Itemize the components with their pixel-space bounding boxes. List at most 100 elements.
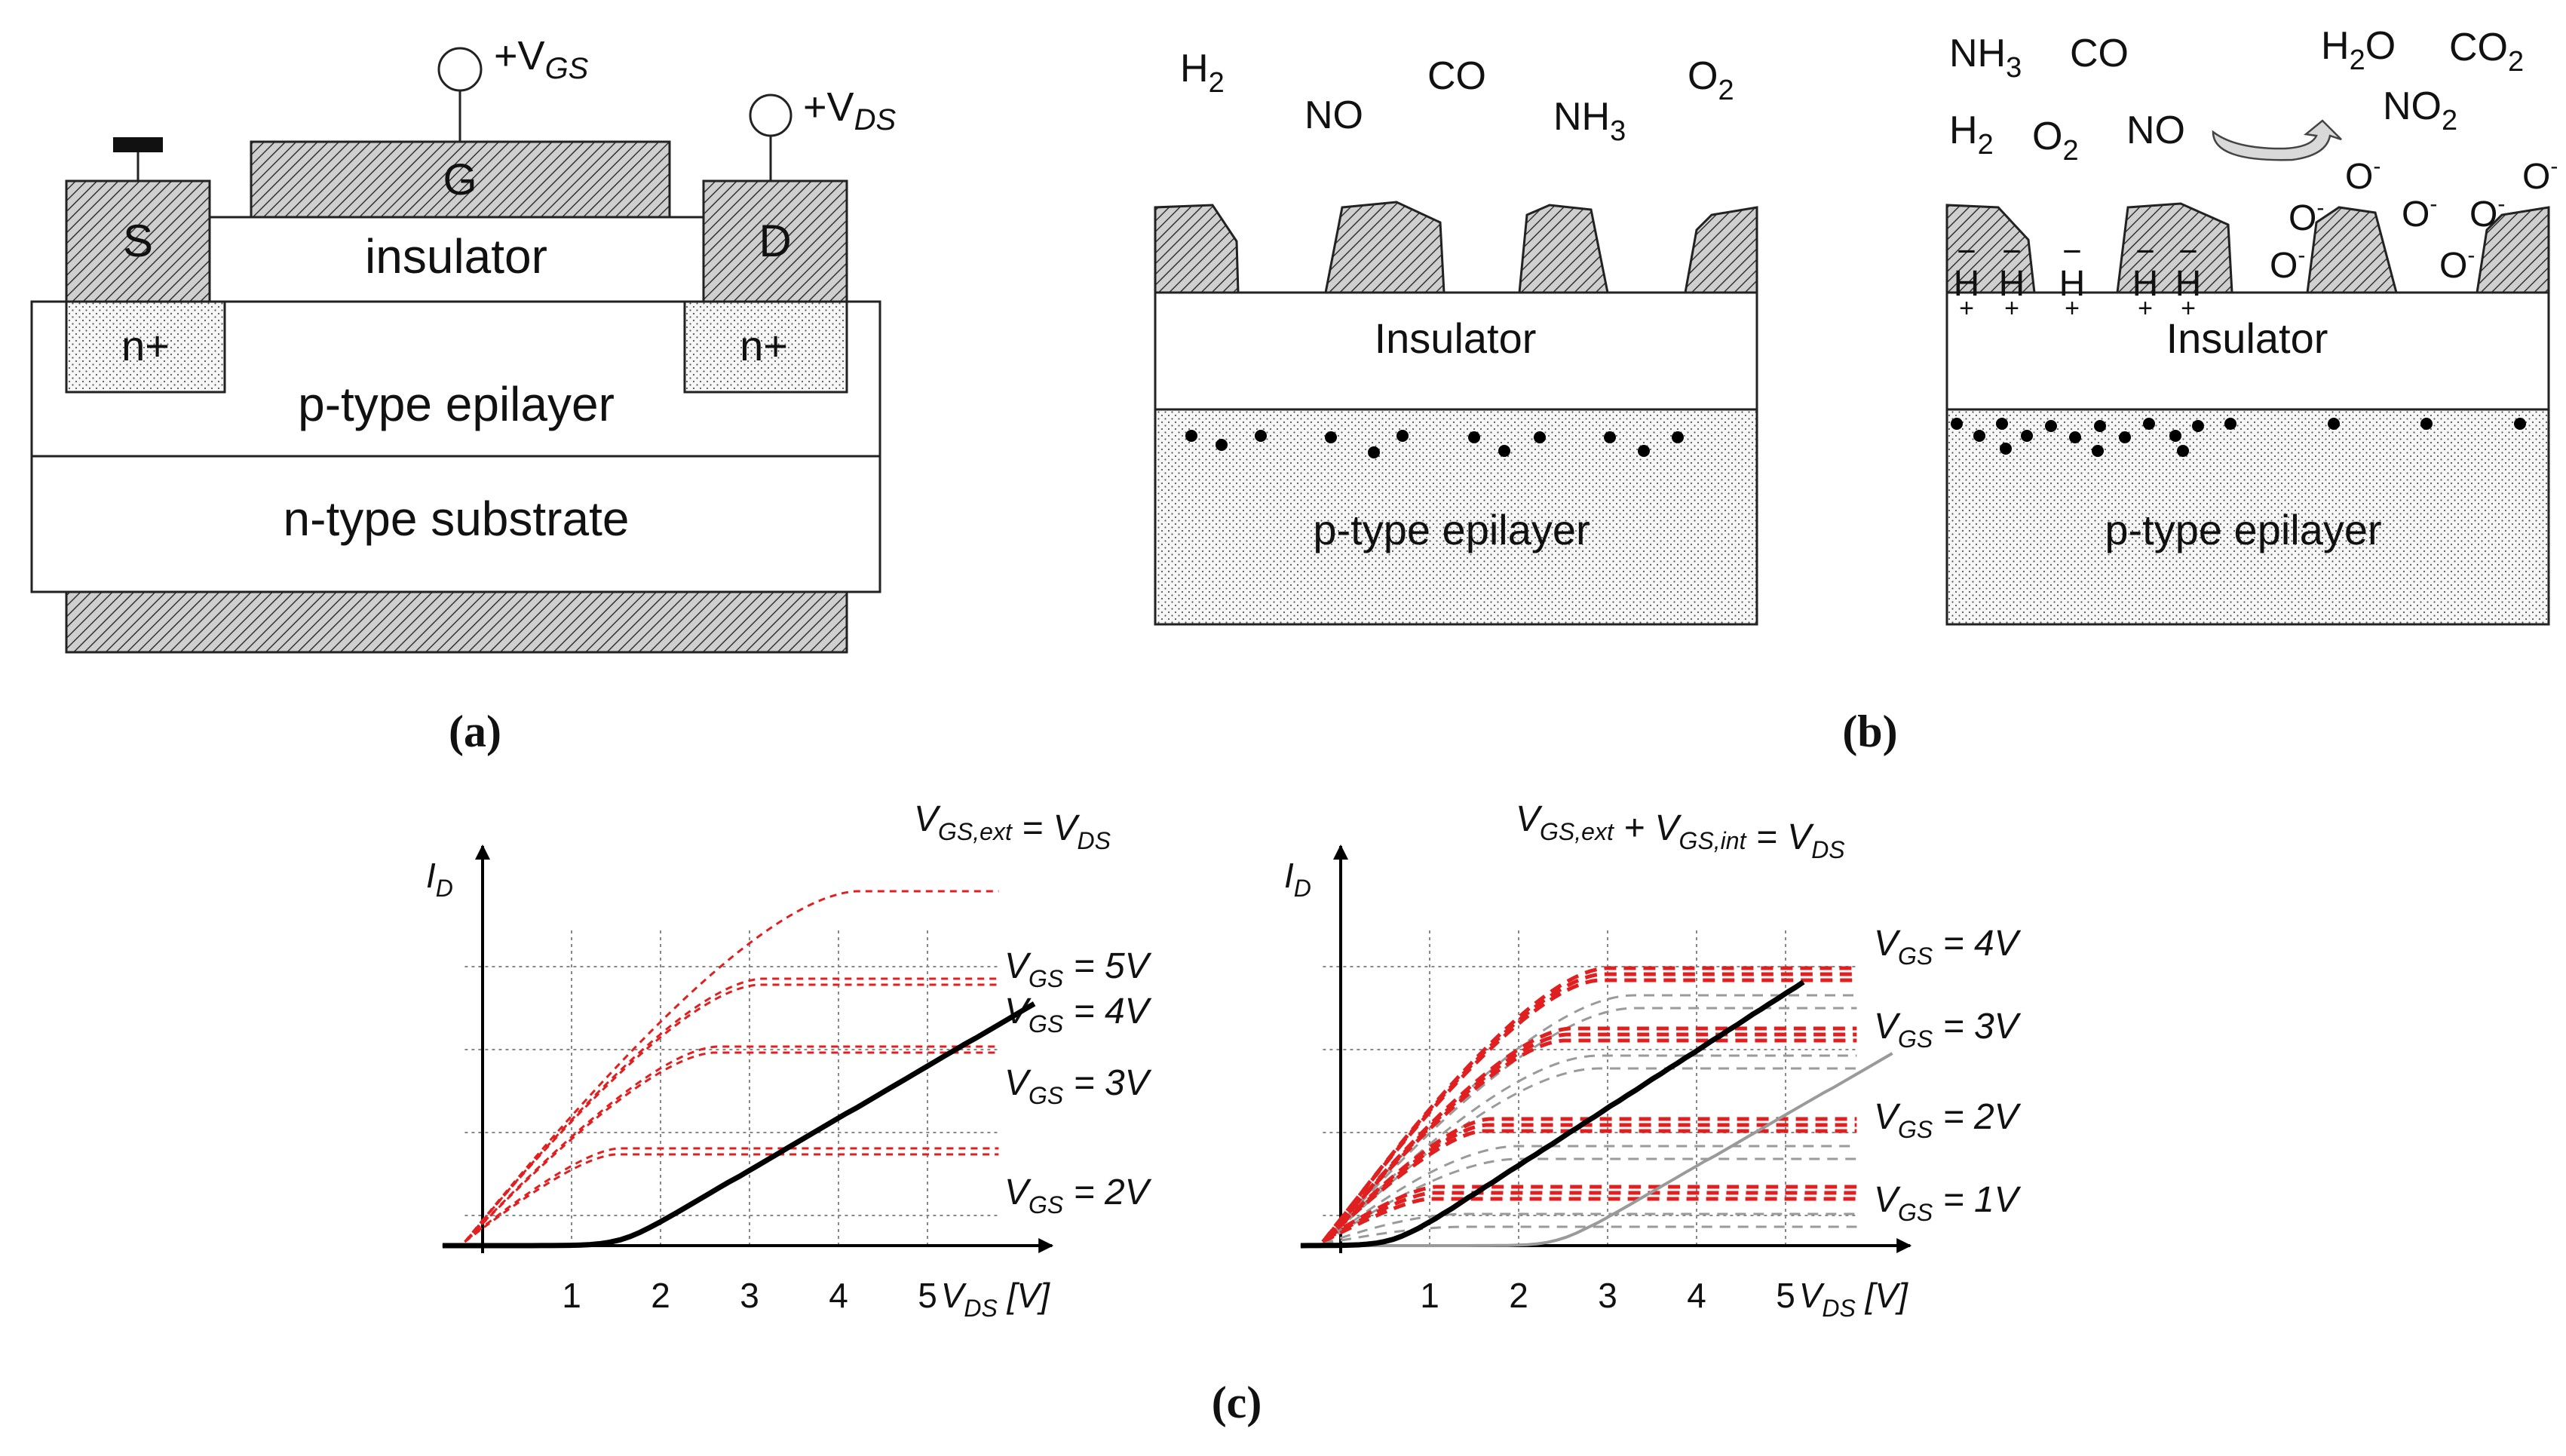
gas-label-right: CO: [2070, 32, 2129, 75]
gs-curve-gray: [1322, 1145, 1857, 1246]
x-tick-label: 5: [918, 1276, 937, 1315]
electron-minus: −: [1957, 233, 1976, 270]
electron-minus: −: [2062, 233, 2082, 270]
x-axis-arrow: [1896, 1238, 1912, 1253]
panel-a-mosfet: +VGS +VDS S G D insulator n+ n+ p-type e…: [30, 33, 896, 756]
gas-label-left: NO: [1304, 93, 1363, 137]
oxygen-ion: O-: [2439, 243, 2475, 286]
gate-contact: [250, 140, 671, 219]
gs-curve-gray: [1322, 1067, 1857, 1246]
y-axis-arrow: [475, 844, 490, 860]
epilayer-left: [1154, 408, 1758, 626]
catalytic-metal-grains-right: [1945, 202, 2550, 294]
gate-voltage-label: +VGS: [494, 33, 589, 85]
gas-label-right: CO2: [2449, 26, 2524, 78]
vgs-curve-label: VGS = 1V: [1874, 1180, 2022, 1226]
hole-plus: +: [2065, 294, 2080, 323]
gas-label-right: O2: [2032, 115, 2079, 167]
adsorbed-hydrogen: H: [2132, 264, 2159, 304]
gs-curve-red: [1322, 1197, 1857, 1244]
gs-curve-red: [1321, 1129, 1857, 1243]
vgs-curve-label: VGS = 5V: [1004, 946, 1152, 992]
caption-c: (c): [1212, 1378, 1262, 1427]
gs-curve-red: [466, 1147, 999, 1241]
adsorbed-hydrogen: H: [1999, 264, 2025, 304]
gs-curve-gray: [1322, 1212, 1857, 1246]
hole-plus: +: [2138, 294, 2153, 323]
saturation-boundary-label: VGS,ext + VGS,int = VDS: [1516, 799, 1845, 863]
gs-curve-gray: [1322, 1054, 1857, 1246]
gas-label-right: H2: [1949, 109, 1994, 161]
charge-carriers-left: [1185, 430, 1684, 458]
electron-minus: −: [2002, 233, 2022, 270]
insulator-label: insulator: [365, 229, 547, 284]
epilayer-label-right: p-type epilayer: [2105, 506, 2381, 553]
source-contact: [65, 179, 211, 303]
gs-curve-gray: [1322, 1157, 1857, 1246]
gs-curve-red: [1323, 1191, 1857, 1242]
gs-curve-gray: [1323, 1225, 1857, 1246]
gs-curve-red: [1326, 1185, 1857, 1240]
x-tick-label: 4: [1687, 1276, 1706, 1315]
saturation-boundary-black: [1300, 979, 1805, 1249]
x-tick-label: 3: [1598, 1276, 1617, 1315]
gs-curve-red: [1326, 1117, 1857, 1239]
vgs-curve-label: VGS = 2V: [1874, 1097, 2022, 1143]
gs-curve-red: [466, 1045, 999, 1241]
saturation-boundary-label: VGS,ext = VDS: [914, 799, 1111, 854]
back-contact: [65, 590, 848, 654]
reaction-arrow: [2212, 119, 2342, 161]
gs-curve-red: [464, 1153, 999, 1243]
gas-label-left: O2: [1688, 54, 1734, 106]
drain-terminal: [749, 93, 792, 137]
gas-label-right: NO: [2126, 109, 2185, 152]
catalytic-metal-grains-left: [1154, 201, 1758, 294]
electron-minus: −: [2178, 233, 2198, 270]
hole-plus: +: [2181, 294, 2196, 323]
x-axis-label: VDS [V]: [1799, 1276, 1908, 1322]
gs-curve-gray: [1322, 994, 1857, 1245]
y-axis-label: ID: [426, 856, 453, 902]
y-axis-label: ID: [1284, 856, 1311, 902]
x-tick-label: 1: [562, 1276, 581, 1315]
gas-label-right: NO2: [2383, 84, 2457, 136]
nplus-right-label: n+: [740, 322, 788, 369]
x-tick-label: 4: [829, 1276, 848, 1315]
gs-curve-red: [466, 977, 999, 1240]
vgs-curve-label: VGS = 3V: [1004, 1063, 1152, 1109]
x-tick-label: 2: [651, 1276, 670, 1315]
gas-label-left: CO: [1427, 54, 1486, 98]
gas-label-left: H2: [1180, 47, 1225, 99]
gs-curve-red: [1326, 966, 1857, 1239]
ground-symbol: [113, 137, 163, 152]
source-label: S: [123, 216, 153, 266]
caption-b: (b): [1842, 707, 1897, 756]
drain-voltage-label: +VDS: [803, 84, 896, 136]
gas-label-left: NH3: [1553, 95, 1626, 147]
gs-curve-red: [1321, 978, 1857, 1243]
x-tick-label: 1: [1420, 1276, 1439, 1315]
drain-label: D: [759, 216, 791, 266]
n-type-substrate: [30, 455, 881, 593]
gate-insulator: [208, 216, 705, 303]
gs-curve-red: [1323, 1123, 1857, 1241]
oxygen-ion: O-: [2522, 154, 2558, 197]
adsorbed-hydrogen: H: [2175, 264, 2202, 304]
epilayer-right: [1945, 408, 2550, 626]
saturation-boundary-black: [442, 1001, 1036, 1249]
adsorbed-hydrogen: H: [2059, 264, 2086, 304]
oxygen-ion: O-: [2469, 192, 2505, 234]
gs-curve-red: [464, 1051, 999, 1243]
saturation-boundary-gray: [1300, 1052, 1893, 1247]
y-axis-arrow: [1333, 844, 1348, 860]
charge-carriers-right: [1951, 418, 2526, 457]
gas-label-right: NH3: [1949, 32, 2022, 84]
vgs-curve-label: VGS = 4V: [1874, 924, 2022, 970]
